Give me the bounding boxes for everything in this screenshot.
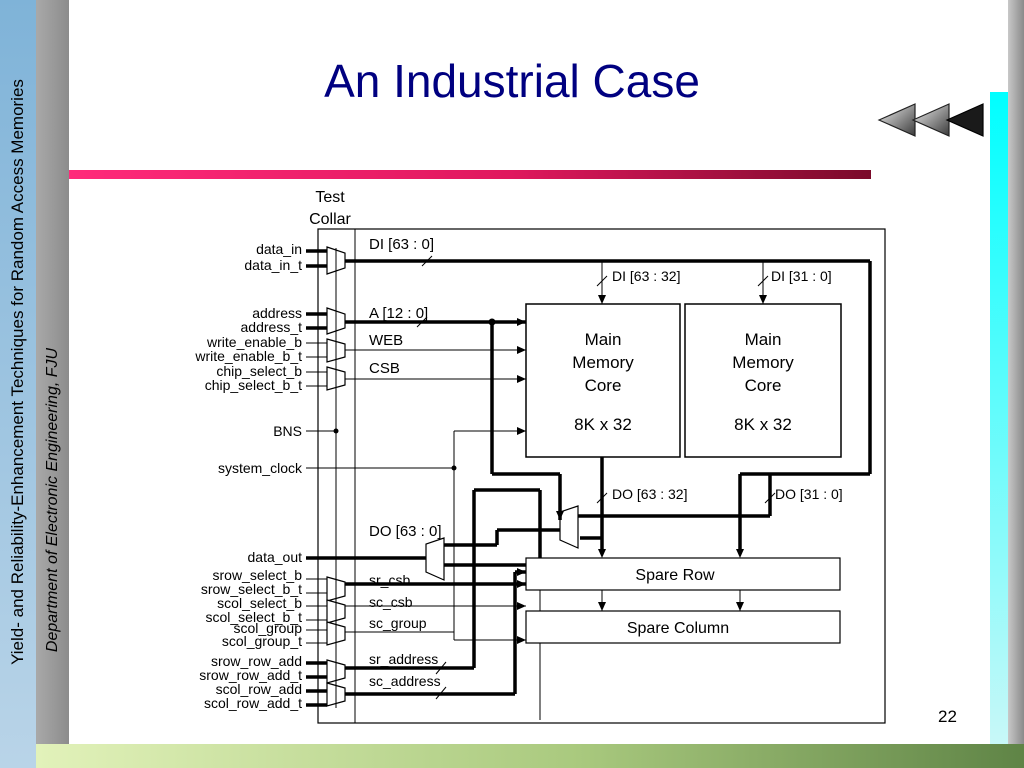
port-scol-row-add: scol_row_add [216, 681, 302, 697]
signal-do: DO [63 : 0] [369, 523, 442, 540]
port-srow-row-add: srow_row_add [211, 653, 302, 669]
port-address: address [252, 305, 302, 321]
signal-web: WEB [369, 332, 403, 349]
arrow-left-2 [911, 103, 950, 137]
port-system-clock: system_clock [218, 460, 303, 476]
port-srow-select-b: srow_select_b [213, 567, 303, 583]
port-scol-select-b: scol_select_b [217, 595, 302, 611]
signal-do-lo: DO [31 : 0] [775, 486, 843, 502]
spare-row-label: Spare Row [635, 567, 715, 584]
page-number: 22 [938, 707, 957, 726]
core-left-line2: Memory [572, 353, 634, 372]
port-scol-group-t: scol_group_t [222, 633, 302, 649]
title-underline [69, 170, 871, 179]
signal-sr-csb: sr_csb [369, 572, 410, 588]
slide-title: An Industrial Case [324, 55, 700, 107]
mux-data-out [425, 537, 445, 581]
right-cyan-bar [990, 92, 1008, 744]
collar-label-1: Test [315, 189, 345, 206]
core-right-line2: Memory [732, 353, 794, 372]
port-scol-row-add-t: scol_row_add_t [204, 695, 302, 711]
signal-do-hi: DO [63 : 32] [612, 486, 687, 502]
side-title: Yield- and Reliability-Enhancement Techn… [0, 0, 36, 744]
core-right-size: 8K x 32 [734, 415, 792, 434]
port-scol-group: scol_group [234, 620, 303, 636]
signal-di-hi: DI [63 : 32] [612, 268, 680, 284]
department-label: Department of Electronic Engineering, FJ… [36, 0, 69, 744]
port-chip-select-b: chip_select_b [216, 363, 302, 379]
memory-architecture-diagram: Test Collar Main Memory Core 8K x 32 Mai… [194, 189, 886, 724]
left-gray-bar [36, 0, 69, 744]
port-write-enable-b-t: write_enable_b_t [194, 348, 302, 364]
signal-address: A [12 : 0] [369, 305, 428, 322]
right-gray-bar [1008, 0, 1024, 744]
collar-label-2: Collar [309, 211, 351, 228]
side-title-text: Yield- and Reliability-Enhancement Techn… [8, 79, 27, 665]
arrow-left-3 [945, 103, 984, 137]
port-data-out: data_out [248, 549, 303, 565]
port-data-in-t: data_in_t [244, 257, 302, 273]
port-srow-row-add-t: srow_row_add_t [199, 667, 302, 683]
port-write-enable-b: write_enable_b [206, 334, 302, 350]
mux-do-internal [559, 505, 579, 549]
signal-csb: CSB [369, 360, 400, 377]
arrow-left-1 [877, 103, 916, 137]
port-data-in: data_in [256, 241, 302, 257]
outer-boundary [317, 228, 886, 724]
spare-column-box [525, 610, 841, 644]
port-bns: BNS [273, 423, 302, 439]
port-srow-select-b-t: srow_select_b_t [201, 581, 302, 597]
signal-di: DI [63 : 0] [369, 236, 434, 253]
core-left-line1: Main [585, 330, 622, 349]
spare-column-label: Spare Column [627, 620, 729, 637]
core-right-line3: Core [745, 376, 782, 395]
rewind-arrows-icon[interactable] [877, 100, 985, 140]
signal-sc-csb: sc_csb [369, 594, 413, 610]
bottom-accent-bar [36, 744, 1024, 768]
spare-row-box [525, 557, 841, 591]
port-address-t: address_t [241, 319, 303, 335]
signal-di-lo: DI [31 : 0] [771, 268, 832, 284]
core-right-line1: Main [745, 330, 782, 349]
port-scol-select-b-t: scol_select_b_t [205, 609, 302, 625]
signal-sr-address: sr_address [369, 651, 438, 667]
department-text: Department of Electronic Engineering, FJ… [43, 347, 61, 653]
core-left-size: 8K x 32 [574, 415, 632, 434]
port-chip-select-b-t: chip_select_b_t [205, 377, 302, 393]
signal-sc-address: sc_address [369, 673, 441, 689]
signal-sc-group: sc_group [369, 615, 427, 631]
core-left-line3: Core [585, 376, 622, 395]
left-accent-bar [0, 0, 36, 768]
